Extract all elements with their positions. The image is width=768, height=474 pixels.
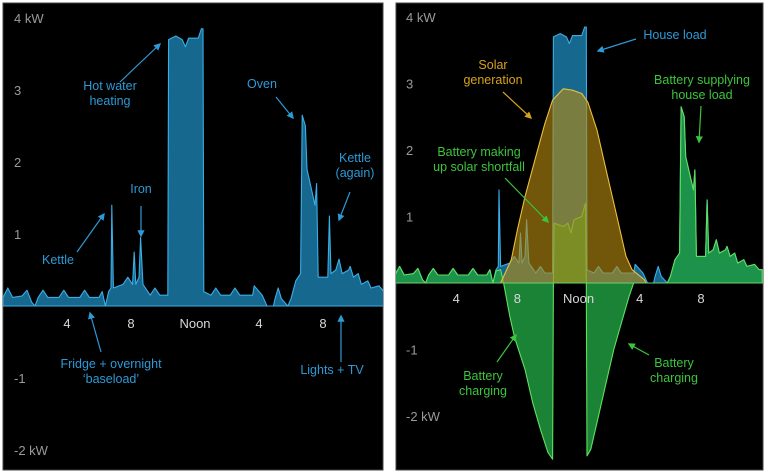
- annotation-line: ‘baseload’: [83, 372, 139, 386]
- y-tick-label: 4 kW: [406, 10, 436, 25]
- x-tick-label: 8: [319, 316, 326, 331]
- annotation-label: Kettle(again): [336, 151, 375, 180]
- arrow-icon: [496, 333, 517, 363]
- annotation-label: Fridge + overnight‘baseload’: [60, 357, 162, 386]
- annotation: Lights + TV: [300, 314, 364, 377]
- annotation: Kettle(again): [336, 151, 375, 222]
- y-tick-label: 2: [406, 143, 413, 158]
- annotation: Kettle: [42, 212, 105, 267]
- y-tick-label: 1: [14, 227, 21, 242]
- annotation-line: up solar shortfall: [433, 160, 525, 174]
- annotation-line: house load: [671, 88, 732, 102]
- plot-area: [396, 26, 763, 460]
- annotation-line: Fridge + overnight: [60, 357, 162, 371]
- y-tick-label: -1: [406, 343, 418, 358]
- arrow-icon: [88, 311, 102, 353]
- annotation-line: charging: [459, 384, 507, 398]
- y-tick-label: -1: [14, 371, 26, 386]
- x-tick-label: 4: [453, 291, 460, 306]
- x-tick-label: 8: [514, 291, 521, 306]
- x-tick-label: 8: [697, 291, 704, 306]
- annotation-line: Battery: [463, 369, 503, 383]
- annotation-line: Battery making: [437, 145, 520, 159]
- annotation-line: (again): [336, 166, 375, 180]
- y-tick-label: 1: [406, 210, 413, 225]
- annotation: House load: [596, 28, 707, 53]
- house-load-area: [3, 28, 383, 307]
- arrow-icon: [504, 177, 550, 224]
- annotation-line: Iron: [130, 182, 152, 196]
- arrow-icon: [119, 43, 162, 83]
- annotation-line: heating: [89, 94, 130, 108]
- annotation-line: Kettle: [339, 151, 371, 165]
- arrow-icon: [337, 191, 351, 222]
- y-tick-label: -2 kW: [14, 443, 49, 458]
- annotation-line: charging: [650, 371, 698, 385]
- arrow-icon: [596, 38, 637, 53]
- annotation-line: Kettle: [42, 253, 74, 267]
- annotation-line: generation: [463, 73, 522, 87]
- arrow-icon: [627, 343, 650, 356]
- annotation-line: Lights + TV: [300, 363, 364, 377]
- x-tick-label: 4: [63, 316, 70, 331]
- annotation-label: Kettle: [42, 253, 74, 267]
- annotation-label: Lights + TV: [300, 363, 364, 377]
- arrow-icon: [502, 91, 533, 119]
- plot-area: [3, 28, 383, 307]
- annotation-label: Oven: [247, 77, 277, 91]
- annotation-line: Oven: [247, 77, 277, 91]
- annotation: Oven: [247, 77, 294, 120]
- y-tick-label: -2 kW: [406, 409, 441, 424]
- y-tick-label: 4 kW: [14, 11, 44, 26]
- annotation-line: Battery supplying: [654, 73, 750, 87]
- x-tick-label: 4: [636, 291, 643, 306]
- arrow-icon: [695, 105, 703, 144]
- annotation-label: Iron: [130, 182, 152, 196]
- annotation-line: Battery: [654, 356, 694, 370]
- x-tick-label: Noon: [179, 316, 210, 331]
- annotation-line: Solar: [478, 58, 507, 72]
- arrow-icon: [76, 212, 105, 253]
- y-tick-label: 3: [406, 77, 413, 92]
- y-tick-label: 2: [14, 155, 21, 170]
- annotation: Fridge + overnight‘baseload’: [60, 311, 162, 386]
- x-tick-label: Noon: [563, 291, 594, 306]
- annotation-label: House load: [643, 28, 706, 42]
- annotation-line: Hot water: [83, 79, 137, 93]
- arrow-icon: [275, 96, 294, 120]
- x-tick-label: 8: [127, 316, 134, 331]
- y-tick-label: 3: [14, 83, 21, 98]
- solar-generation-area: [500, 88, 647, 284]
- x-tick-label: 4: [255, 316, 262, 331]
- annotation: Iron: [130, 182, 152, 238]
- annotation-line: House load: [643, 28, 706, 42]
